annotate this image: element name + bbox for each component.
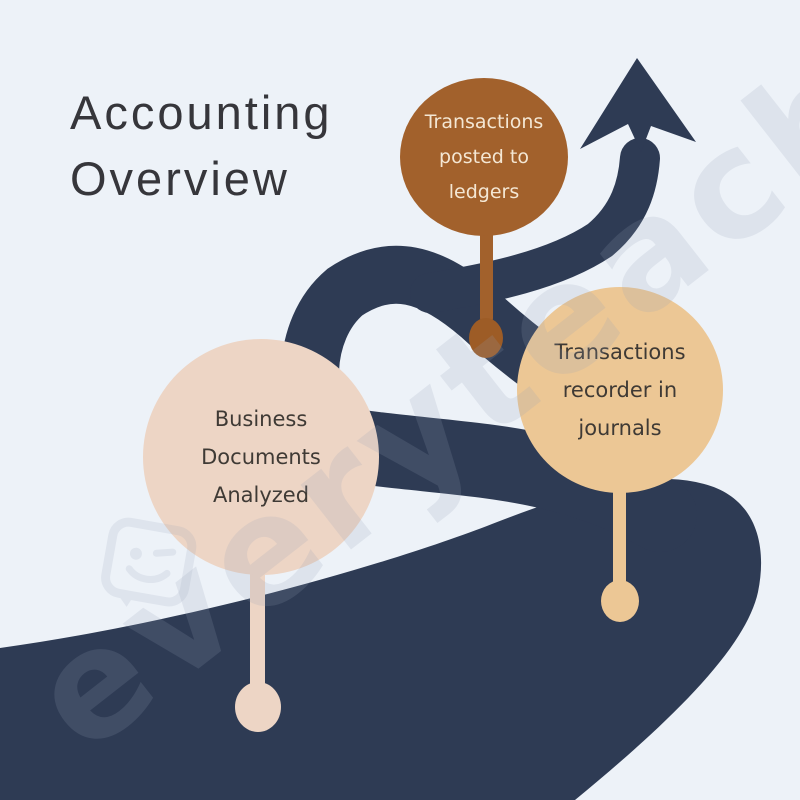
step-circle-business-documents: Business Documents Analyzed (143, 339, 379, 575)
page-title-line2: Overview (70, 152, 290, 205)
step-circle-ledgers: Transactions posted to ledgers (400, 78, 568, 236)
page-title-line1: Accounting (70, 86, 333, 139)
pin-dot-ledgers (469, 318, 503, 358)
up-arrow-icon (580, 58, 696, 152)
pin-dot-business (235, 682, 281, 732)
pin-stick-business (250, 560, 265, 700)
step-label: Transactions recorder in journals (554, 340, 686, 440)
pin-stick-journals (613, 480, 626, 592)
step-label: Business Documents Analyzed (201, 407, 321, 507)
page-title: Accounting Overview (70, 80, 390, 212)
road-bottom-band (0, 478, 762, 800)
step-label: Transactions posted to ledgers (424, 110, 544, 203)
step-circle-journals: Transactions recorder in journals (517, 287, 723, 493)
road-arrow-tail (410, 138, 660, 313)
pin-stick-ledgers (480, 228, 493, 324)
pin-dot-journals (601, 580, 639, 622)
